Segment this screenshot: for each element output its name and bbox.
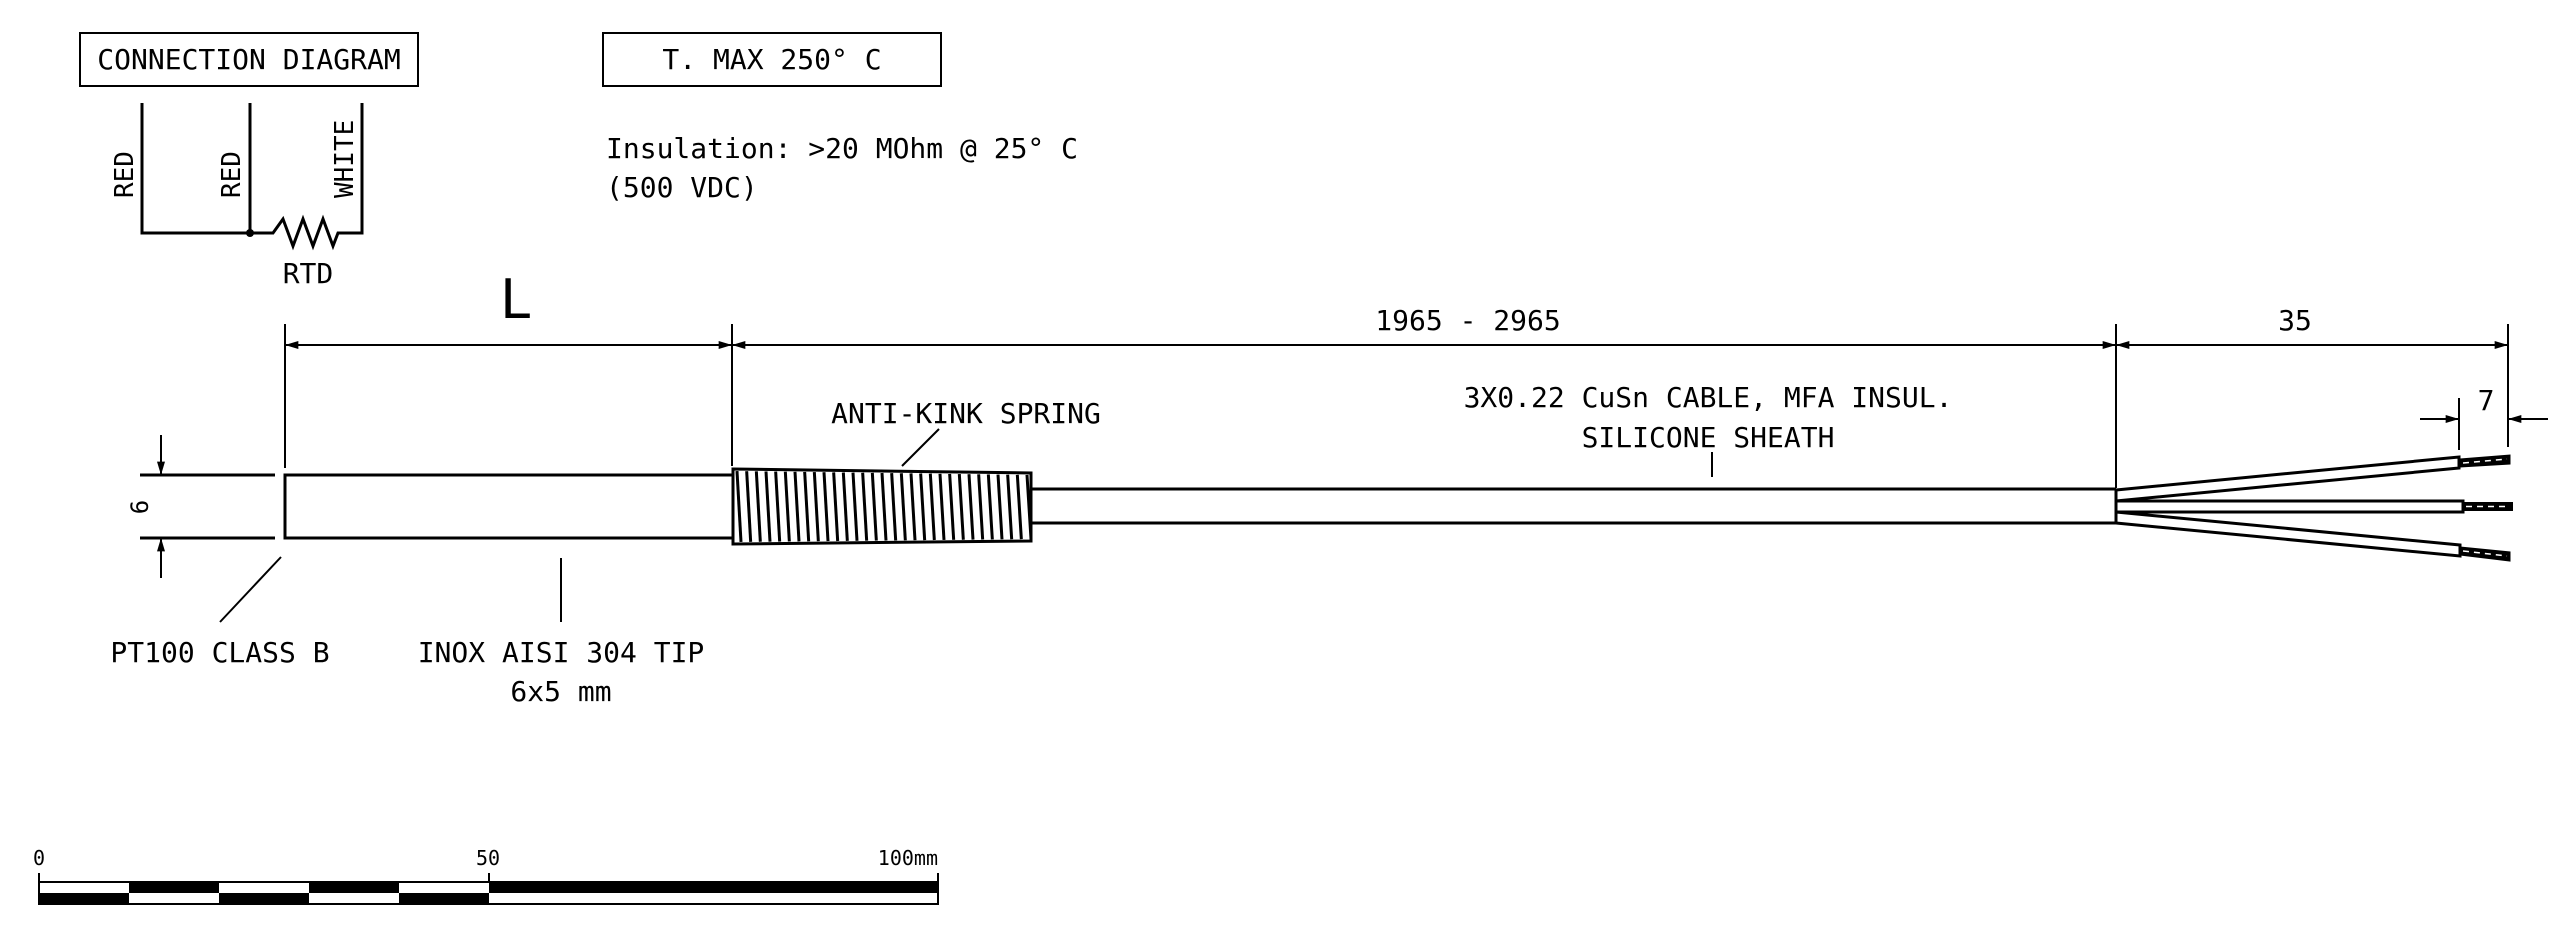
- rtd-schematic: RED RED WHITE RTD: [110, 103, 364, 290]
- dimension-diameter: 6: [126, 435, 275, 578]
- scale-label-50: 50: [476, 846, 500, 870]
- strip-length-label: 7: [2478, 384, 2495, 417]
- wire-bottom: [2115, 510, 2511, 562]
- stainless-tip: [283, 473, 735, 540]
- scale-bar: 0 50 100mm: [33, 846, 939, 905]
- diameter-label: 6: [126, 500, 154, 514]
- wire-label-red-1: RED: [110, 151, 140, 198]
- sensor-callout: PT100 CLASS B: [110, 636, 329, 669]
- insulation-line-2: (500 VDC): [606, 171, 758, 204]
- dimension-wire-fanout: 35: [2115, 304, 2509, 447]
- connection-diagram-title-box: CONNECTION DIAGRAM: [79, 32, 419, 87]
- dimension-tip-length: L: [284, 268, 733, 468]
- cable-callout-line-1: 3X0.22 CuSn CABLE, MFA INSUL.: [1464, 381, 1953, 414]
- cable-length-label: 1965 - 2965: [1375, 304, 1560, 337]
- tip-length-label: L: [500, 268, 533, 331]
- wire-middle: [2116, 499, 2513, 514]
- dimension-cable-length: 1965 - 2965: [731, 304, 2117, 488]
- insulation-line-1: Insulation: >20 MOhm @ 25° C: [606, 132, 1078, 165]
- wire-fanout-label: 35: [2278, 304, 2312, 337]
- tip-callout-line-1: INOX AISI 304 TIP: [418, 636, 705, 669]
- t-max-label: T. MAX 250° C: [662, 43, 881, 76]
- resistor-label: RTD: [283, 257, 334, 290]
- dimension-strip-length: 7: [2420, 384, 2548, 450]
- scale-label-0: 0: [33, 846, 45, 870]
- wire-top: [2115, 454, 2511, 503]
- sensor-leader: [219, 556, 282, 623]
- anti-kink-leader: [901, 428, 940, 467]
- anti-kink-spring: [731, 467, 1033, 546]
- silicone-cable: [1031, 487, 2118, 525]
- tip-callout-line-2: 6x5 mm: [510, 675, 611, 708]
- connection-diagram-title: CONNECTION DIAGRAM: [97, 43, 400, 76]
- anti-kink-callout: ANTI-KINK SPRING: [831, 397, 1101, 430]
- scale-label-100: 100mm: [878, 846, 938, 870]
- cable-callout-line-2: SILICONE SHEATH: [1582, 421, 1835, 454]
- wire-label-white: WHITE: [330, 120, 360, 198]
- t-max-box: T. MAX 250° C: [602, 32, 942, 87]
- wire-label-red-2: RED: [217, 151, 247, 198]
- resistor-icon: [250, 103, 364, 251]
